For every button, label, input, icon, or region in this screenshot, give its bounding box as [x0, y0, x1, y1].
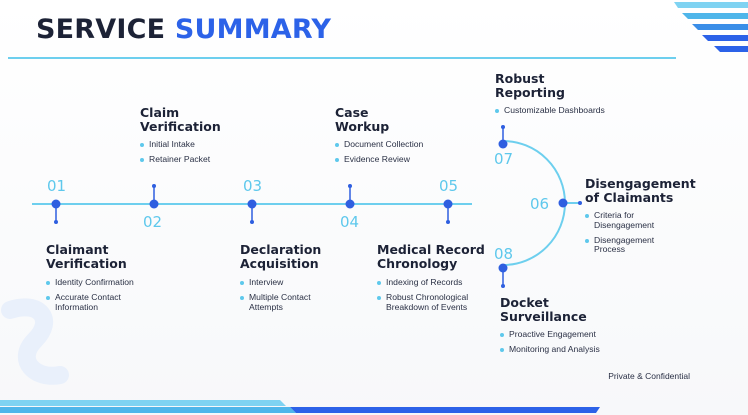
step-bullets-03: Interview Multiple Contact Attempts: [240, 277, 340, 318]
bullet-dot: [495, 109, 499, 113]
step-node-07: [498, 125, 508, 149]
step-number-07: 07: [494, 150, 514, 168]
bullet-dot: [377, 296, 381, 300]
bullet-text: Customizable Dashboards: [504, 105, 605, 115]
bullet-text: Evidence Review: [344, 154, 410, 164]
step-node-01: [51, 199, 61, 224]
step-node-02: [149, 184, 159, 209]
step-heading-docket-surveillance: Docket Surveillance: [500, 295, 587, 324]
bullet-text: Proactive Engagement: [509, 329, 596, 339]
bullet-item: Proactive Engagement: [500, 329, 630, 340]
bullet-dot: [335, 143, 339, 147]
step-bullets-04: Document Collection Evidence Review: [335, 139, 445, 170]
step-number-05: 05: [439, 177, 459, 195]
bullet-text: Multiple Contact Attempts: [249, 292, 311, 312]
bullet-text: Identity Confirmation: [55, 277, 134, 287]
step-number-02: 02: [143, 213, 163, 231]
bullet-text: Disengagement Process: [594, 234, 655, 254]
bullet-text: Accurate Contact Information: [55, 292, 121, 312]
step-heading-disengagement-of-claimants: Disengagement of Claimants: [585, 176, 696, 205]
bullet-text: Initial Intake: [149, 139, 195, 149]
bullet-dot: [585, 238, 589, 243]
bullet-item: Monitoring and Analysis: [500, 344, 630, 355]
step-number-08: 08: [494, 245, 514, 263]
bullet-text: Monitoring and Analysis: [509, 344, 600, 354]
watermark-graphic: [1, 298, 69, 385]
step-heading-robust-reporting: Robust Reporting: [495, 71, 565, 100]
bullet-item: Evidence Review: [335, 154, 445, 165]
step-bullets-02: Initial Intake Retainer Packet: [140, 139, 240, 170]
bullet-text: Criteria for Disengagement: [594, 210, 655, 230]
bullet-text: Indexing of Records: [386, 277, 463, 287]
bullet-dot: [377, 281, 381, 285]
step-number-03: 03: [243, 177, 263, 195]
title-underline: [8, 57, 676, 59]
bullet-dot: [46, 296, 50, 300]
step-node-05: [443, 199, 453, 224]
bullet-item: Identity Confirmation: [46, 277, 156, 288]
step-heading-case-workup: Case Workup: [335, 105, 390, 134]
bullet-item: Document Collection: [335, 139, 445, 150]
corner-stripes-decoration: [674, 2, 748, 52]
bullet-item: Robust Chronological Breakdown of Events: [377, 292, 487, 312]
bullet-text: Retainer Packet: [149, 154, 211, 164]
bullet-item: Customizable Dashboards: [495, 105, 635, 116]
bullet-dot: [500, 333, 504, 337]
step-node-04: [345, 184, 355, 209]
confidential-note: Private & Confidential: [608, 371, 690, 381]
step-bullets-06: Criteria for Disengagement Disengagement…: [585, 210, 685, 260]
step-heading-claim-verification: Claim Verification: [140, 105, 221, 134]
step-node-08: [498, 263, 508, 288]
bullet-dot: [46, 281, 50, 285]
step-node-06: [558, 198, 582, 208]
page-title: SERVICE SUMMARY: [36, 14, 331, 45]
bullet-item: Retainer Packet: [140, 154, 240, 165]
step-heading-medical-record-chronology: Medical Record Chronology: [377, 242, 485, 271]
bullet-dot: [240, 281, 244, 285]
bullet-item: Accurate Contact Information: [46, 292, 156, 312]
bullet-item: Initial Intake: [140, 139, 240, 150]
step-number-04: 04: [340, 213, 360, 231]
step-number-01: 01: [47, 177, 67, 195]
bullet-text: Document Collection: [344, 139, 424, 149]
bullet-dot: [140, 143, 144, 147]
title-accent: SUMMARY: [174, 14, 332, 45]
bullet-text: Interview: [249, 277, 284, 287]
step-bullets-01: Identity Confirmation Accurate Contact I…: [46, 277, 156, 318]
bullet-item: Interview: [240, 277, 340, 288]
title-main: SERVICE: [36, 14, 166, 45]
bullet-dot: [335, 158, 339, 162]
bullet-dot: [140, 158, 144, 162]
step-node-03: [247, 199, 257, 224]
bullet-item: Multiple Contact Attempts: [240, 292, 340, 312]
bullet-text: Robust Chronological Breakdown of Events: [386, 292, 469, 312]
bullet-item: Indexing of Records: [377, 277, 487, 288]
bullet-dot: [585, 214, 589, 218]
step-heading-declaration-acquisition: Declaration Acquisition: [240, 242, 322, 271]
step-number-06: 06: [530, 195, 550, 213]
bullet-item: Disengagement Process: [585, 234, 685, 255]
bullet-dot: [500, 348, 504, 352]
step-heading-claimant-verification: Claimant Verification: [46, 242, 127, 271]
step-bullets-07: Customizable Dashboards: [495, 105, 635, 121]
step-bullets-05: Indexing of Records Robust Chronological…: [377, 277, 487, 318]
bullet-dot: [240, 296, 244, 300]
footer-stripe-decoration: [0, 400, 600, 413]
step-bullets-08: Proactive Engagement Monitoring and Anal…: [500, 329, 630, 360]
bullet-item: Criteria for Disengagement: [585, 210, 685, 230]
